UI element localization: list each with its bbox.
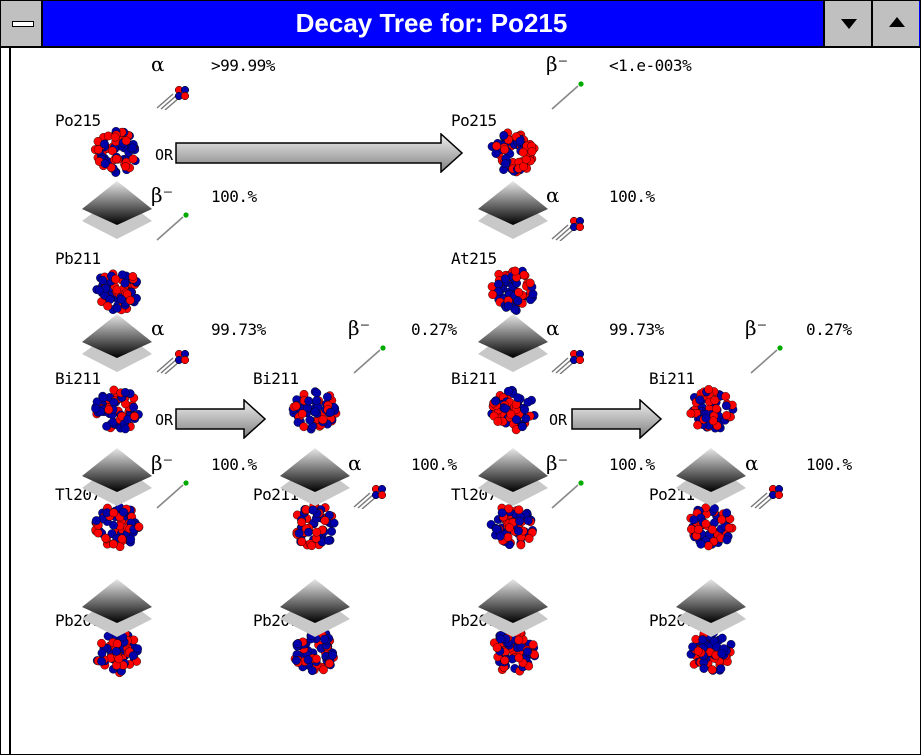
arrow-down-icon: [82, 448, 152, 506]
beta-particle-icon: [750, 345, 783, 374]
arrow-down-icon: [676, 579, 746, 637]
nucleus-icon: [686, 385, 738, 433]
branch-percent: 100.%: [411, 455, 457, 474]
arrow-down-icon: [478, 579, 548, 637]
alpha-symbol: α: [348, 451, 362, 475]
branch-percent: 100.%: [211, 187, 257, 206]
beta-particle-icon: [551, 480, 584, 509]
alpha-particle-icon: [353, 484, 387, 509]
beta-minus-symbol: β⁻: [151, 451, 174, 475]
arrow-right-icon: [571, 399, 662, 439]
or-label: OR: [549, 411, 568, 429]
alpha-particle-icon: [551, 216, 585, 241]
nucleus-icon: [686, 503, 737, 551]
nuclide-label: At215: [451, 249, 497, 268]
or-label: OR: [155, 146, 174, 164]
nucleus-icon: [487, 128, 539, 177]
triangle-down-icon: [841, 19, 857, 29]
nuclide-label: Bi211: [55, 369, 101, 388]
branch-percent: >99.99%: [211, 56, 275, 75]
branch-percent: 100.%: [806, 455, 852, 474]
alpha-particle-icon: [750, 484, 784, 509]
branch-percent: <1.e-003%: [609, 56, 692, 75]
beta-minus-symbol: β⁻: [151, 183, 174, 207]
or-label: OR: [155, 411, 174, 429]
nucleus-icon: [92, 269, 141, 315]
nucleus-icon: [92, 629, 142, 678]
arrow-down-icon: [676, 448, 746, 506]
nucleus-icon: [489, 628, 539, 676]
nuclide-label: Pb211: [55, 249, 101, 268]
window-title: Decay Tree for: Po215: [295, 8, 568, 38]
branch-percent: 100.%: [609, 455, 655, 474]
minimize-button[interactable]: [823, 1, 871, 46]
arrow-down-icon: [82, 314, 152, 372]
arrow-down-icon: [478, 314, 548, 372]
nucleus-icon: [487, 385, 539, 435]
nucleus-icon: [487, 266, 538, 315]
alpha-symbol: α: [546, 183, 560, 207]
nucleus-icon: [91, 385, 143, 434]
branch-percent: 0.27%: [411, 320, 457, 339]
arrow-down-icon: [82, 579, 152, 637]
arrow-down-icon: [478, 181, 548, 239]
beta-particle-icon: [156, 212, 189, 241]
branch-percent: 0.27%: [806, 320, 852, 339]
beta-minus-symbol: β⁻: [546, 451, 569, 475]
beta-particle-icon: [551, 81, 584, 110]
nucleus-icon: [486, 503, 537, 550]
alpha-symbol: α: [151, 316, 165, 340]
beta-particle-icon: [156, 480, 189, 509]
beta-minus-symbol: β⁻: [348, 316, 371, 340]
nuclide-label: Po215: [55, 111, 101, 130]
title-bar[interactable]: Decay Tree for: Po215: [1, 1, 920, 48]
system-menu-button[interactable]: [1, 1, 43, 46]
alpha-symbol: α: [546, 316, 560, 340]
alpha-particle-icon: [551, 349, 585, 374]
nuclide-label: Bi211: [451, 369, 497, 388]
alpha-symbol: α: [151, 52, 165, 76]
arrow-right-icon: [175, 133, 463, 173]
nucleus-icon: [288, 387, 341, 434]
triangle-up-icon: [889, 17, 905, 27]
nuclide-label: Bi211: [649, 369, 695, 388]
minus-icon: [12, 21, 34, 27]
alpha-particle-icon: [156, 85, 190, 110]
nucleus-icon: [90, 127, 140, 177]
alpha-particle-icon: [156, 349, 190, 374]
arrow-down-icon: [82, 181, 152, 239]
branch-percent: 100.%: [609, 187, 655, 206]
arrow-down-icon: [280, 448, 350, 506]
nucleus-icon: [292, 501, 339, 551]
beta-particle-icon: [353, 345, 386, 374]
arrow-down-icon: [478, 448, 548, 506]
nuclide-label: Po215: [451, 111, 497, 130]
beta-minus-symbol: β⁻: [546, 52, 569, 76]
nuclide-label: Bi211: [253, 369, 299, 388]
branch-percent: 100.%: [211, 455, 257, 474]
branch-percent: 99.73%: [211, 320, 266, 339]
arrow-right-icon: [175, 399, 266, 439]
alpha-symbol: α: [745, 451, 759, 475]
arrow-down-icon: [280, 579, 350, 637]
branch-percent: 99.73%: [609, 320, 664, 339]
beta-minus-symbol: β⁻: [745, 316, 768, 340]
maximize-button[interactable]: [871, 1, 919, 46]
nucleus-icon: [91, 503, 144, 552]
